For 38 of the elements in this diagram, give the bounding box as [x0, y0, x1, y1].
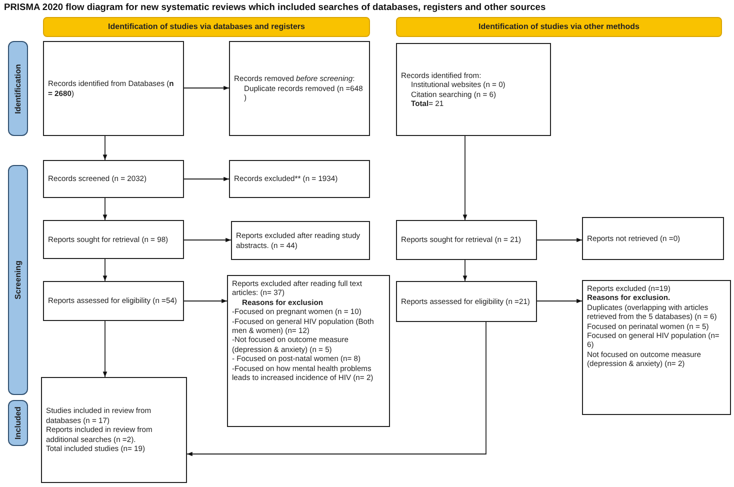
arrow	[102, 258, 108, 282]
section-label: Screening	[13, 260, 23, 300]
process-box	[43, 220, 184, 259]
phase-label	[8, 400, 28, 446]
process-box	[229, 41, 370, 136]
process-box	[231, 221, 370, 260]
process-box	[582, 280, 731, 415]
section-label: Identification	[13, 64, 23, 114]
arrow	[536, 238, 582, 242]
arrow	[102, 320, 108, 378]
arrow	[184, 298, 228, 304]
arrow	[184, 86, 230, 90]
arrow	[462, 260, 468, 282]
process-box	[227, 275, 390, 427]
process-box	[396, 220, 537, 260]
phase-header	[43, 17, 370, 37]
section-label: Identification of studies via other methods	[478, 22, 640, 32]
arrow	[462, 136, 468, 220]
arrow	[102, 136, 108, 160]
section-label: Identification of studies via databases and registers	[108, 22, 305, 32]
process-box	[582, 217, 724, 260]
process-box	[396, 43, 551, 136]
arrow	[102, 198, 108, 220]
process-box	[229, 160, 370, 198]
phase-label	[8, 41, 28, 136]
arrow	[184, 176, 230, 182]
process-box	[41, 377, 187, 483]
process-box	[43, 281, 184, 321]
process-box	[43, 41, 184, 136]
phase-label	[8, 165, 28, 395]
process-box	[43, 160, 184, 198]
section-label: Included	[13, 406, 23, 440]
arrow	[186, 322, 486, 456]
phase-header	[396, 17, 722, 37]
diagram-title: PRISMA 2020 flow diagram for new systematic reviews which included searches of databases, registers and other sources	[4, 2, 546, 12]
arrow	[184, 238, 232, 242]
process-box	[396, 281, 537, 322]
arrow	[536, 298, 582, 304]
